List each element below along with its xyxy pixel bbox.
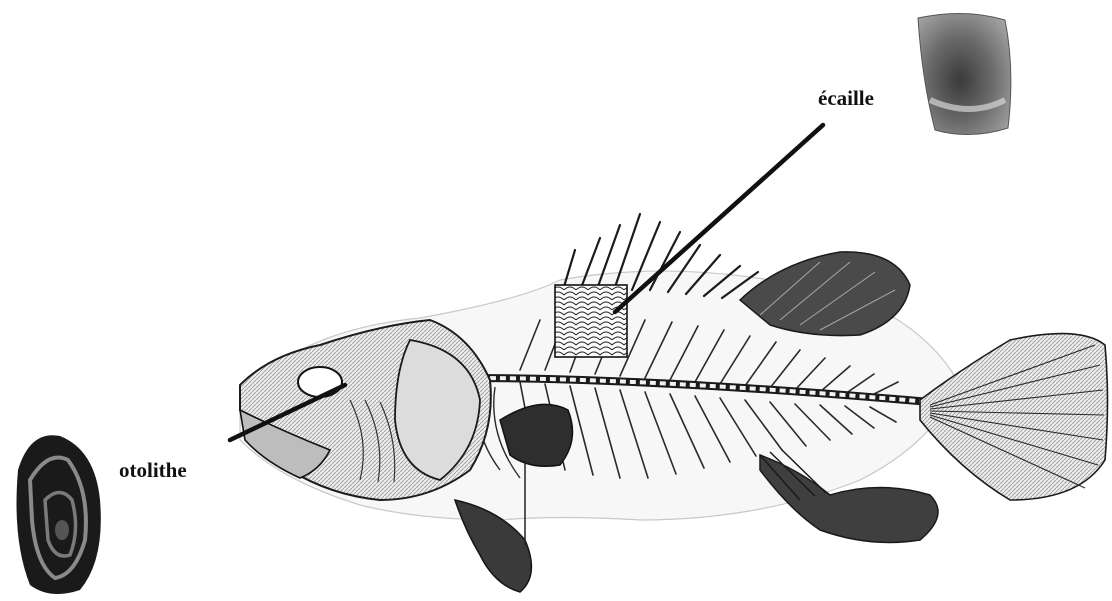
otolith-image	[17, 435, 101, 594]
scale-patch	[555, 285, 627, 357]
caudal-fin	[920, 334, 1108, 500]
label-scale: écaille	[818, 86, 874, 111]
eye-socket	[298, 367, 342, 397]
label-otolith: otolithe	[119, 458, 187, 483]
scale-image	[918, 13, 1011, 134]
